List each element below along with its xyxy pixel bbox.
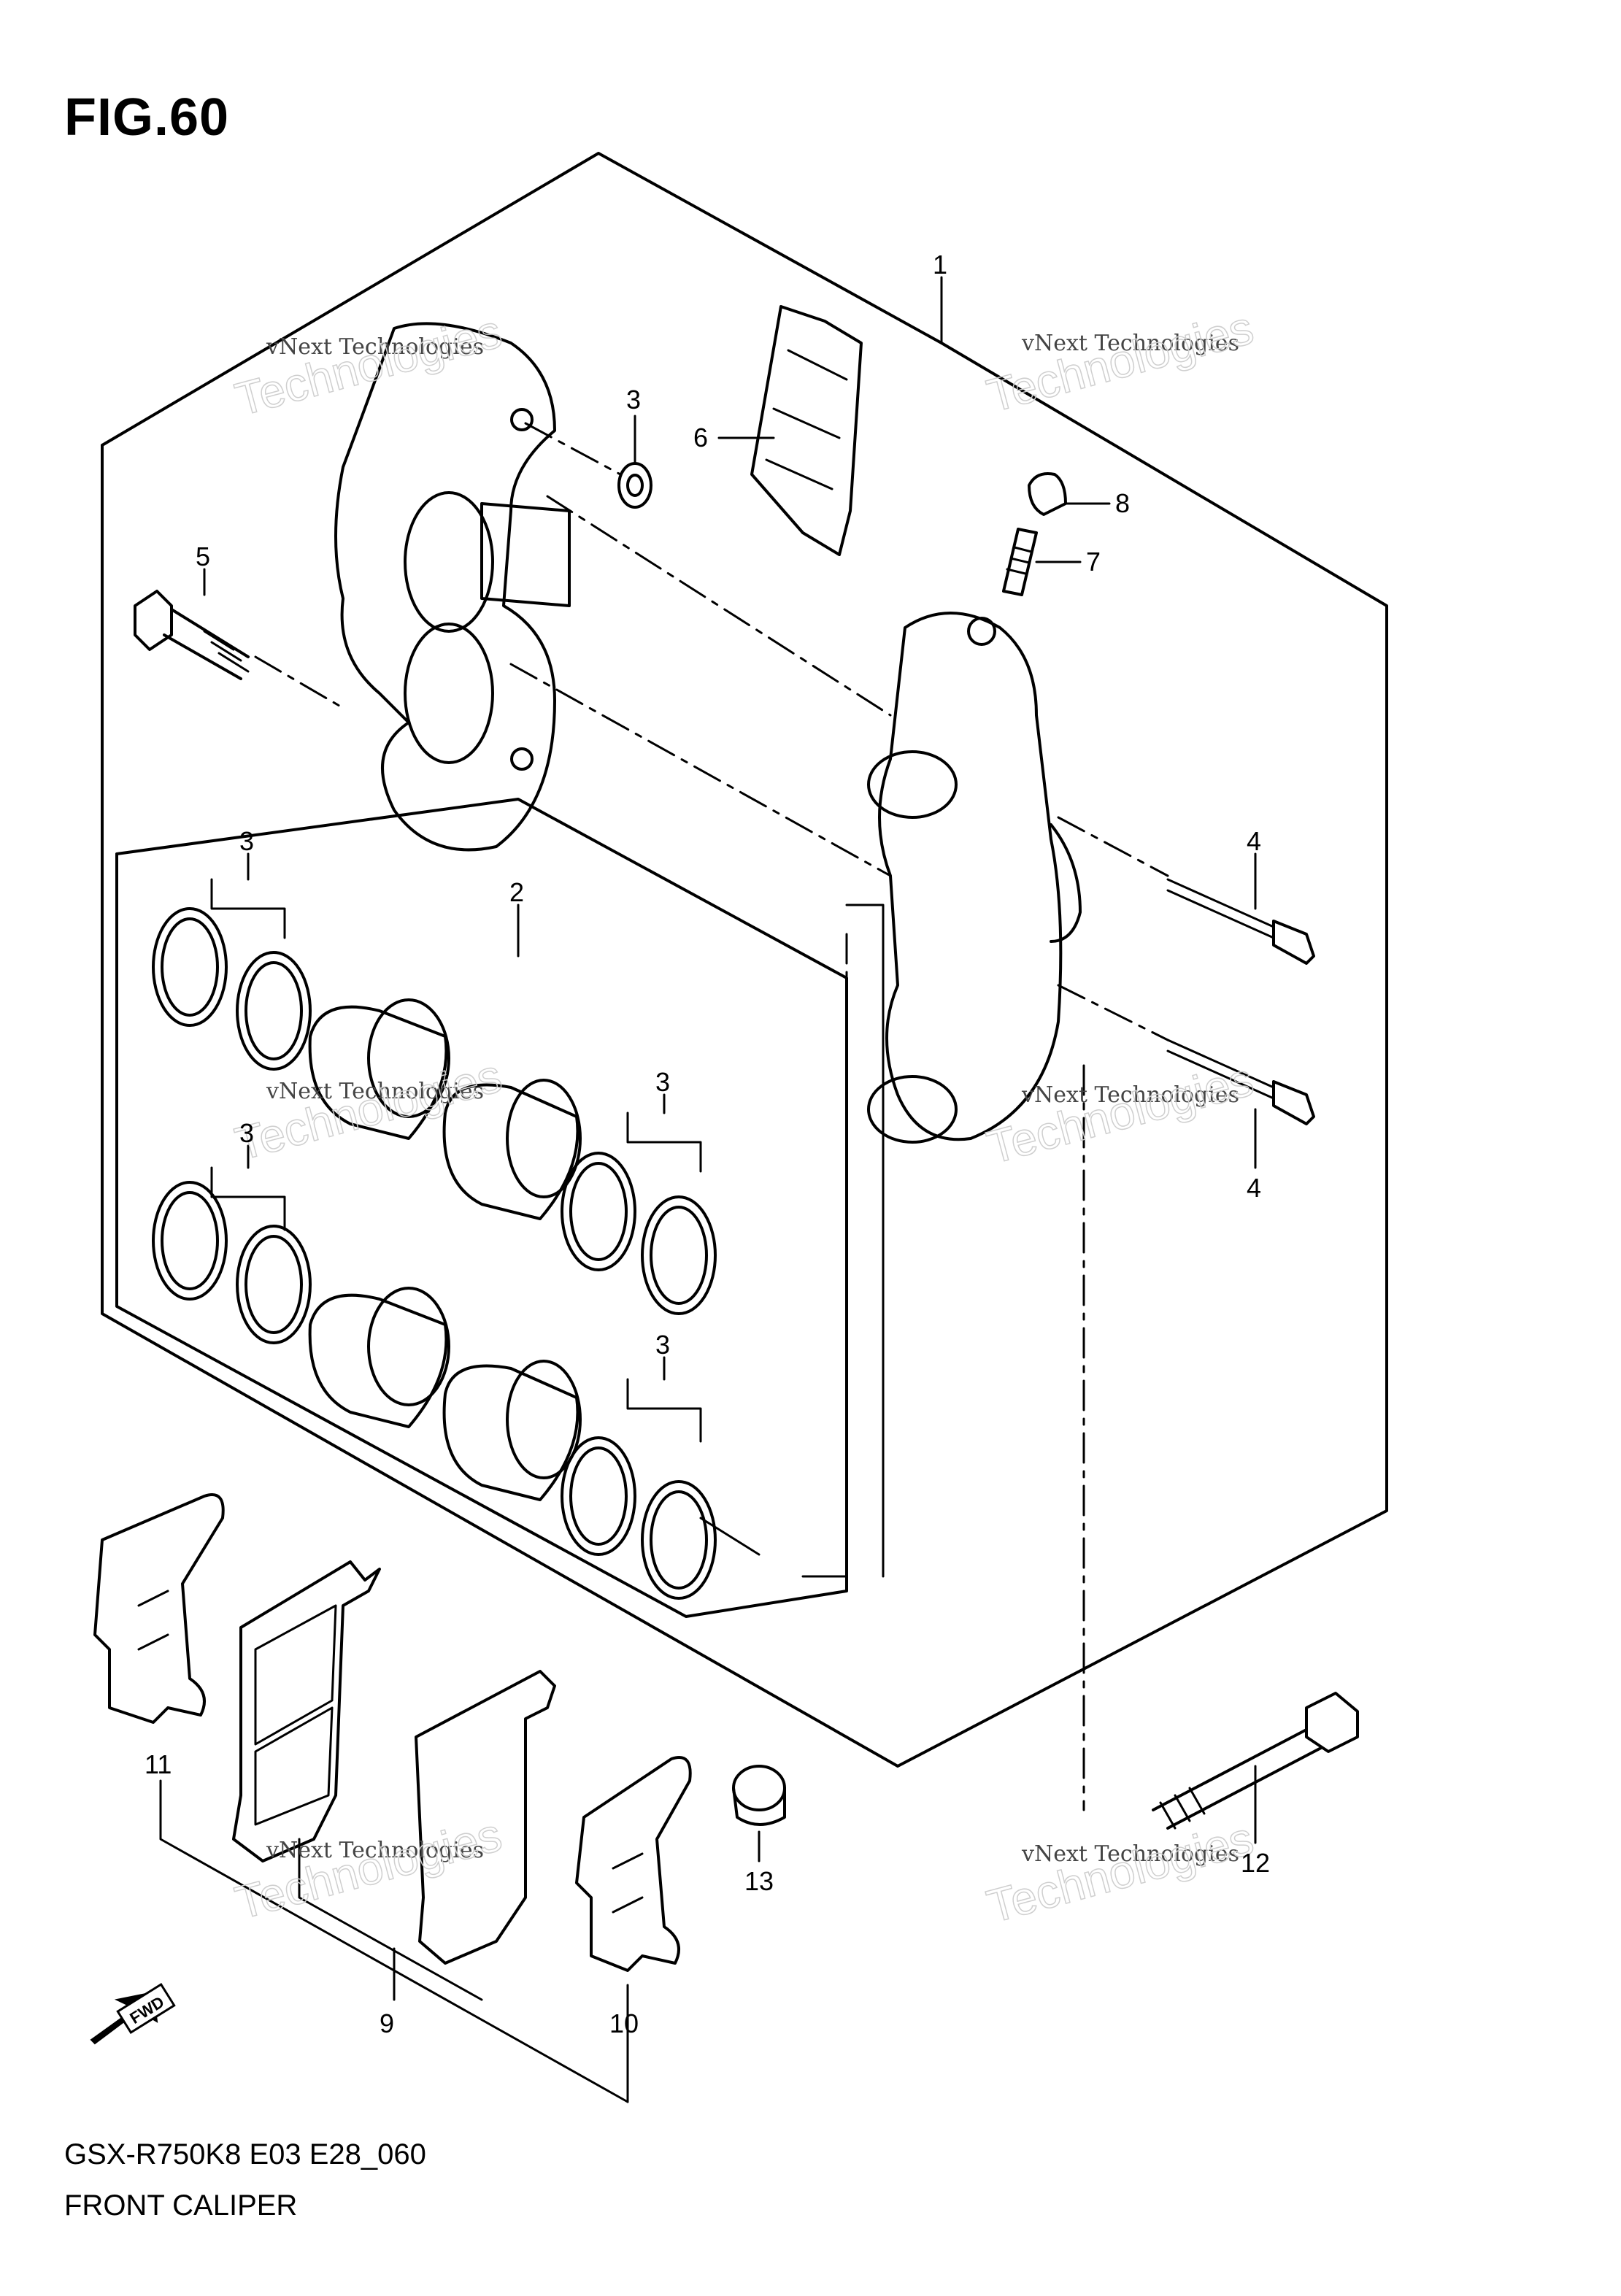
callout-8: 8 [1115,488,1130,518]
caliper-left-half [334,322,556,852]
watermark-text: Technologies [982,1811,1258,1933]
seal-3 [236,1225,312,1344]
callout-2: 2 [509,877,524,907]
watermark-text: vNext Technologies [266,1079,484,1104]
caliper-right-half [878,612,1063,1141]
callout-3: 3 [239,1118,254,1148]
pad-pin-4-lower [1166,1039,1315,1125]
callout-5: 5 [196,542,210,571]
pad-pin-4-upper [1166,878,1315,965]
shim-11 [93,1493,225,1724]
piston-lower-right [442,1364,580,1501]
piston-upper-right [442,1083,580,1220]
watermark-text: Technologies [982,1052,1258,1174]
callout-4: 4 [1247,826,1261,856]
bolt-5 [134,590,250,680]
mounting-bolt-12 [1152,1692,1359,1830]
callout-10: 10 [609,2008,639,2038]
seal-3 [561,1152,636,1271]
bleeder-cap-8 [1028,472,1067,516]
figure-title: FIG.60 [64,88,230,147]
watermark-text: vNext Technologies [1021,331,1239,356]
brake-pad-9b [415,1670,556,1965]
callout-labels: 1 2 3 3 3 3 3 4 4 5 6 7 8 9 10 11 12 13 [145,250,1270,2038]
watermark-text: vNext Technologies [266,1838,484,1863]
seal-kit-outline-2 [115,798,848,1618]
watermark-text: Technologies [230,1808,507,1929]
callout-4: 4 [1247,1173,1261,1203]
callout-3: 3 [655,1067,670,1097]
callout-3: 3 [239,826,254,856]
seal-3 [152,907,228,1027]
callout-6: 6 [693,423,708,452]
washer-3-top [617,462,652,509]
pad-spring-6 [750,305,863,556]
seal-3 [641,1480,717,1600]
piston-upper-left [308,1005,448,1140]
watermark-text: vNext Technologies [266,334,484,360]
callout-3: 3 [655,1330,670,1360]
callout-1: 1 [933,250,947,280]
watermark-text: vNext Technologies [1021,1841,1239,1867]
spacer-13 [732,1765,786,1811]
watermark-text: vNext Technologies [1021,1082,1239,1108]
seal-3 [641,1195,717,1315]
bleeder-screw-7 [1002,528,1038,596]
seal-3 [236,951,312,1071]
part-name: FRONT CALIPER [64,2189,298,2222]
callout-13: 13 [744,1866,774,1896]
watermark-group: vNext Technologies Technologies vNext Te… [229,301,1259,1934]
callout-9: 9 [380,2008,394,2038]
callout-7: 7 [1086,547,1101,577]
shim-10 [575,1756,692,1972]
piston-lower-left [308,1293,448,1428]
seal-3 [152,1181,228,1301]
watermark-text: Technologies [230,304,507,425]
callout-3: 3 [626,385,641,415]
assembly-outline-1 [101,152,1388,1768]
brake-pad-9a [232,1560,381,1862]
seal-3 [561,1436,636,1556]
model-code: GSX-R750K8 E03 E28_060 [64,2138,426,2170]
fwd-arrow-icon: FWD [90,1982,176,2045]
watermark-text: Technologies [982,301,1258,422]
callout-12: 12 [1241,1848,1270,1878]
callout-11: 11 [145,1749,172,1779]
